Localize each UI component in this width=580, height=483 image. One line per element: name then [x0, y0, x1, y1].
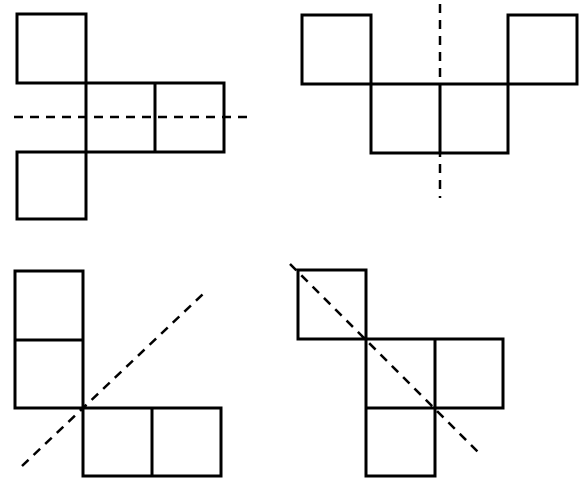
square — [438, 82, 510, 155]
square — [506, 13, 579, 86]
square — [150, 406, 223, 478]
square — [369, 82, 442, 155]
square — [296, 268, 368, 341]
square — [15, 150, 88, 221]
panel-bottom-left — [13, 269, 223, 478]
panel-top-right — [300, 4, 579, 198]
square — [13, 338, 85, 410]
square — [364, 406, 437, 478]
panel-bottom-right — [289, 263, 505, 478]
square — [364, 337, 437, 410]
square — [81, 406, 154, 478]
square — [13, 269, 85, 342]
square — [433, 337, 505, 410]
fold-line-diagonal — [21, 293, 204, 467]
square — [15, 12, 88, 85]
panel-top-left — [14, 12, 248, 221]
fold-line-diagonal — [289, 263, 479, 453]
square — [300, 13, 373, 86]
